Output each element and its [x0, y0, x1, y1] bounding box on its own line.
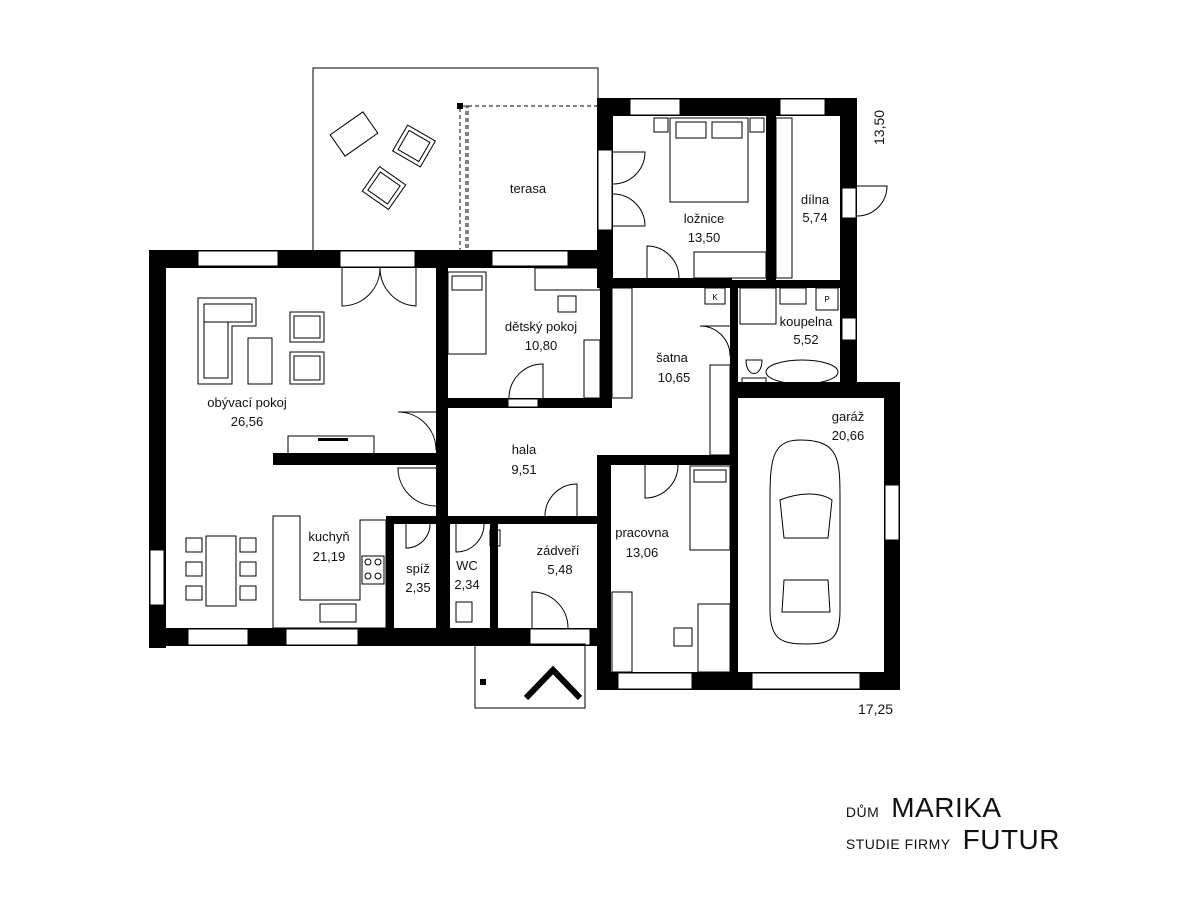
bedroom-wardrobe-icon: [693, 251, 767, 279]
room-name-detsky-pokoj: dětský pokoj: [505, 319, 577, 334]
room-area-spiz: 2,35: [405, 580, 430, 595]
shelving-icon: [611, 287, 633, 399]
room-name-terasa: terasa: [510, 181, 547, 196]
room-name-spiz: spíž: [406, 561, 430, 576]
entrance-arrow-icon: [523, 665, 583, 701]
house-name: MARIKA: [891, 792, 1002, 823]
room-area-kuchyn: 21,19: [313, 549, 346, 564]
furniture: K P: [185, 117, 841, 709]
room-area-hala: 9,51: [511, 462, 536, 477]
kitchen-unit-label: K: [712, 293, 718, 302]
office-bed-icon: [689, 465, 731, 551]
room-area-wc: 2,34: [454, 577, 479, 592]
room-name-wc: WC: [456, 558, 478, 573]
room-name-garaz: garáž: [832, 409, 865, 424]
room-area-loznice: 13,50: [688, 230, 721, 245]
armchair-icon: [289, 311, 325, 343]
room-name-loznice: ložnice: [684, 211, 724, 226]
company-name: FUTUR: [962, 824, 1060, 855]
room-name-pracovna: pracovna: [615, 525, 669, 540]
doors: [341, 151, 888, 629]
stove-icon: [361, 555, 385, 585]
room-area-satna: 10,65: [658, 370, 691, 385]
sink-icon: [319, 603, 357, 623]
boiler-label: P: [824, 295, 829, 304]
room-area-detsky-pokoj: 10,80: [525, 338, 558, 353]
boiler-icon: [815, 287, 839, 311]
windows: [149, 98, 900, 690]
dimension-depth: 13,50: [871, 110, 887, 145]
tv-cabinet-icon: [287, 435, 375, 455]
desk-icon: [583, 339, 601, 399]
room-name-zadveri: zádveří: [537, 543, 580, 558]
workbench-icon: [775, 117, 793, 279]
washbasin-icon: [779, 287, 807, 305]
toilet-icon: [745, 359, 763, 374]
bathtub-icon: [765, 359, 839, 385]
room-name-koupelna: koupelna: [780, 314, 834, 329]
room-area-zadveri: 5,48: [547, 562, 572, 577]
dimension-width: 17,25: [858, 701, 893, 717]
room-name-obyvaci-pokoj: obývací pokoj: [207, 395, 287, 410]
room-name-dilna: dílna: [801, 192, 830, 207]
title-block: DŮM MARIKA STUDIE FIRMY FUTUR: [846, 792, 1060, 856]
room-area-obyvaci-pokoj: 26,56: [231, 414, 264, 429]
room-area-garaz: 20,66: [832, 428, 865, 443]
chair-icon: [557, 295, 577, 313]
kitchen-counter-icon: [272, 515, 387, 629]
dining-table-icon: [205, 535, 237, 607]
wc-toilet-icon: [455, 601, 473, 623]
terrace: [312, 67, 599, 253]
room-name-satna: šatna: [656, 350, 689, 365]
corner-sofa-icon: [197, 297, 257, 385]
double-bed-icon: [669, 117, 749, 203]
room-area-koupelna: 5,52: [793, 332, 818, 347]
study-label: STUDIE FIRMY: [845, 836, 951, 852]
house-label: DŮM: [845, 804, 880, 820]
room-area-dilna: 5,74: [802, 210, 827, 225]
room-name-kuchyn: kuchyň: [308, 529, 349, 544]
office-chair-icon: [673, 627, 693, 647]
armchair-icon: [289, 351, 325, 385]
car-icon: [769, 439, 841, 645]
armchair-icon: [391, 124, 437, 168]
wc-basin-icon: [489, 529, 501, 547]
armchair-icon: [361, 165, 407, 211]
wardrobe-icon: [534, 267, 601, 291]
lounge-chair-icon: [329, 111, 379, 157]
bed-icon: [447, 271, 487, 355]
coffee-table-icon: [247, 337, 273, 385]
room-name-hala: hala: [512, 442, 537, 457]
shower-icon: [739, 287, 777, 325]
office-desk-icon: [697, 603, 731, 673]
room-labels: terasa ložnice 13,50 dílna 5,74 dětský p…: [207, 181, 864, 595]
room-area-pracovna: 13,06: [626, 545, 659, 560]
entrance-porch: [474, 643, 586, 709]
